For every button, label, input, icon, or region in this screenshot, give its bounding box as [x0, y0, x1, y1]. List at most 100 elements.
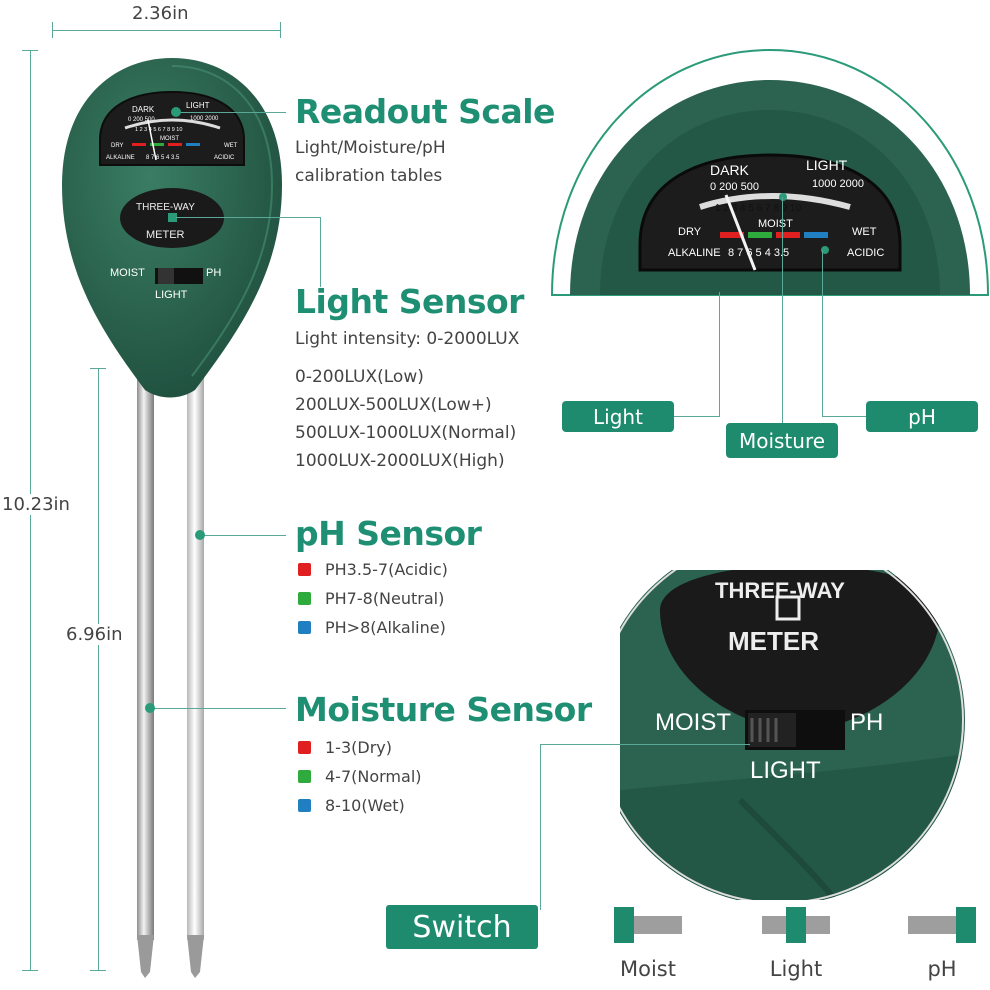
- svg-text:ALKALINE: ALKALINE: [668, 247, 721, 259]
- switch-position-ph-label: pH: [927, 957, 957, 981]
- svg-text:0 200 500: 0 200 500: [710, 181, 759, 193]
- light-callout-h: [672, 416, 720, 417]
- ph-item-acidic: PH3.5-7(Acidic): [298, 560, 448, 579]
- svg-text:METER: METER: [728, 626, 819, 656]
- height-dimension-label: 10.23in: [2, 494, 70, 515]
- svg-text:MOIST: MOIST: [655, 709, 731, 736]
- switch-callout-v: [540, 744, 541, 910]
- switch-position-light-label: Light: [769, 957, 823, 981]
- probe-left: [137, 360, 154, 940]
- svg-text:ACIDIC: ACIDIC: [214, 155, 235, 161]
- light-range-2: 200LUX-500LUX(Low+): [295, 395, 492, 415]
- ph-connector: [200, 535, 286, 536]
- ph-callout-tag: pH: [866, 401, 978, 432]
- switch-zoom: THREE-WAY METER MOIST PH LIGHT: [620, 570, 965, 900]
- svg-text:DARK: DARK: [710, 162, 750, 178]
- height-dimension-tick-bottom: [22, 970, 38, 971]
- width-dimension-tick-right: [280, 22, 281, 38]
- svg-text:PH: PH: [206, 267, 221, 279]
- svg-text:THREE-WAY: THREE-WAY: [136, 202, 195, 213]
- svg-text:8 7 6 5 4 3.5: 8 7 6 5 4 3.5: [146, 155, 180, 161]
- svg-text:1 2 3 4 5 6 7 8 9 10: 1 2 3 4 5 6 7 8 9 10: [135, 127, 182, 133]
- svg-text:ACIDIC: ACIDIC: [847, 247, 884, 259]
- blue-swatch: [298, 621, 311, 634]
- moisture-connector-dot: [145, 703, 155, 713]
- switch-callout-tag: Switch: [386, 905, 538, 949]
- probe-right-tip: [187, 935, 204, 978]
- moisture-item-normal: 4-7(Normal): [298, 767, 422, 786]
- probe-dimension-tick-top: [90, 368, 106, 369]
- readout-line-2: calibration tables: [295, 166, 443, 186]
- light-connector-h: [176, 217, 320, 218]
- green-swatch: [298, 770, 311, 783]
- ph-connector-dot: [195, 530, 205, 540]
- moisture-sensor-title: Moisture Sensor: [295, 690, 592, 729]
- svg-text:MOIST: MOIST: [110, 267, 145, 279]
- svg-text:LIGHT: LIGHT: [750, 757, 821, 784]
- light-sensor-title: Light Sensor: [295, 282, 524, 321]
- svg-text:DRY: DRY: [111, 143, 124, 149]
- moisture-item-dry: 1-3(Dry): [298, 738, 392, 757]
- moisture-callout-v: [782, 197, 783, 423]
- width-dimension-label: 2.36in: [132, 3, 189, 24]
- readout-scale-title: Readout Scale: [295, 92, 555, 131]
- mode-switch-knob[interactable]: [158, 268, 174, 284]
- switch-position-light-icon: [762, 907, 830, 943]
- ph-item-neutral: PH7-8(Neutral): [298, 589, 444, 608]
- switch-callout-h: [540, 744, 750, 745]
- svg-text:8 7 6 5 4 3.5: 8 7 6 5 4 3.5: [728, 247, 789, 259]
- svg-text:MOIST: MOIST: [758, 218, 793, 230]
- svg-text:LIGHT: LIGHT: [155, 289, 188, 301]
- red-swatch: [298, 563, 311, 576]
- dial-face: [99, 90, 245, 166]
- ph-item-alkaline: PH>8(Alkaline): [298, 618, 446, 637]
- red-swatch: [298, 741, 311, 754]
- moisture-item-wet: 8-10(Wet): [298, 796, 405, 815]
- svg-text:WET: WET: [852, 226, 877, 238]
- svg-text:ALKALINE: ALKALINE: [106, 155, 135, 161]
- moisture-connector: [150, 708, 286, 709]
- svg-text:MOIST: MOIST: [160, 136, 179, 142]
- width-dimension-line: [52, 30, 280, 31]
- svg-text:THREE-WAY: THREE-WAY: [715, 578, 845, 603]
- svg-text:PH: PH: [850, 709, 883, 736]
- svg-text:DARK: DARK: [132, 105, 155, 114]
- probe-left-tip: [137, 935, 154, 978]
- probe-dimension-tick-bottom: [90, 970, 106, 971]
- moisture-callout-tag: Moisture: [726, 423, 838, 458]
- light-connector-v: [320, 217, 321, 287]
- svg-text:LIGHT: LIGHT: [186, 101, 210, 110]
- light-range-3: 500LUX-1000LUX(Normal): [295, 423, 517, 443]
- svg-text:1000 2000: 1000 2000: [812, 178, 864, 190]
- blue-swatch: [298, 799, 311, 812]
- ph-sensor-title: pH Sensor: [295, 514, 482, 553]
- svg-text:METER: METER: [146, 229, 185, 241]
- switch-position-ph-icon: [908, 907, 976, 943]
- switch-position-moist-icon: [614, 907, 682, 943]
- svg-text:1000 2000: 1000 2000: [190, 116, 219, 122]
- light-sensor-intro: Light intensity: 0-2000LUX: [295, 329, 520, 349]
- svg-text:1 2 3 4 5 6 7 8 9 10: 1 2 3 4 5 6 7 8 9 10: [715, 203, 802, 214]
- light-range-1: 0-200LUX(Low): [295, 367, 424, 387]
- dial-zoom: DARK LIGHT 0 200 500 1000 2000 1 2 3 4 5…: [550, 48, 990, 296]
- light-callout-tag: Light: [562, 401, 674, 432]
- probe-dimension-label: 6.96in: [66, 624, 123, 645]
- height-dimension-tick-top: [22, 50, 38, 51]
- probe-dimension-line: [98, 368, 99, 970]
- light-range-4: 1000LUX-2000LUX(High): [295, 451, 505, 471]
- ph-callout-v: [822, 250, 823, 416]
- ph-callout-h: [822, 416, 868, 417]
- soil-meter-device: DARK LIGHT 0 200 500 1000 2000 1 2 3 4 5…: [62, 58, 282, 978]
- svg-text:WET: WET: [224, 143, 238, 149]
- light-callout-v: [719, 292, 720, 416]
- svg-text:DRY: DRY: [678, 226, 702, 238]
- readout-line-1: Light/Moisture/pH: [295, 138, 446, 158]
- svg-text:0 200 500: 0 200 500: [128, 117, 155, 123]
- readout-connector-dot: [171, 107, 181, 117]
- readout-connector: [176, 112, 286, 113]
- green-swatch: [298, 592, 311, 605]
- svg-text:LIGHT: LIGHT: [806, 157, 848, 173]
- switch-position-moist-label: Moist: [620, 957, 676, 981]
- probe-right: [187, 360, 204, 940]
- width-dimension-tick-left: [52, 22, 53, 38]
